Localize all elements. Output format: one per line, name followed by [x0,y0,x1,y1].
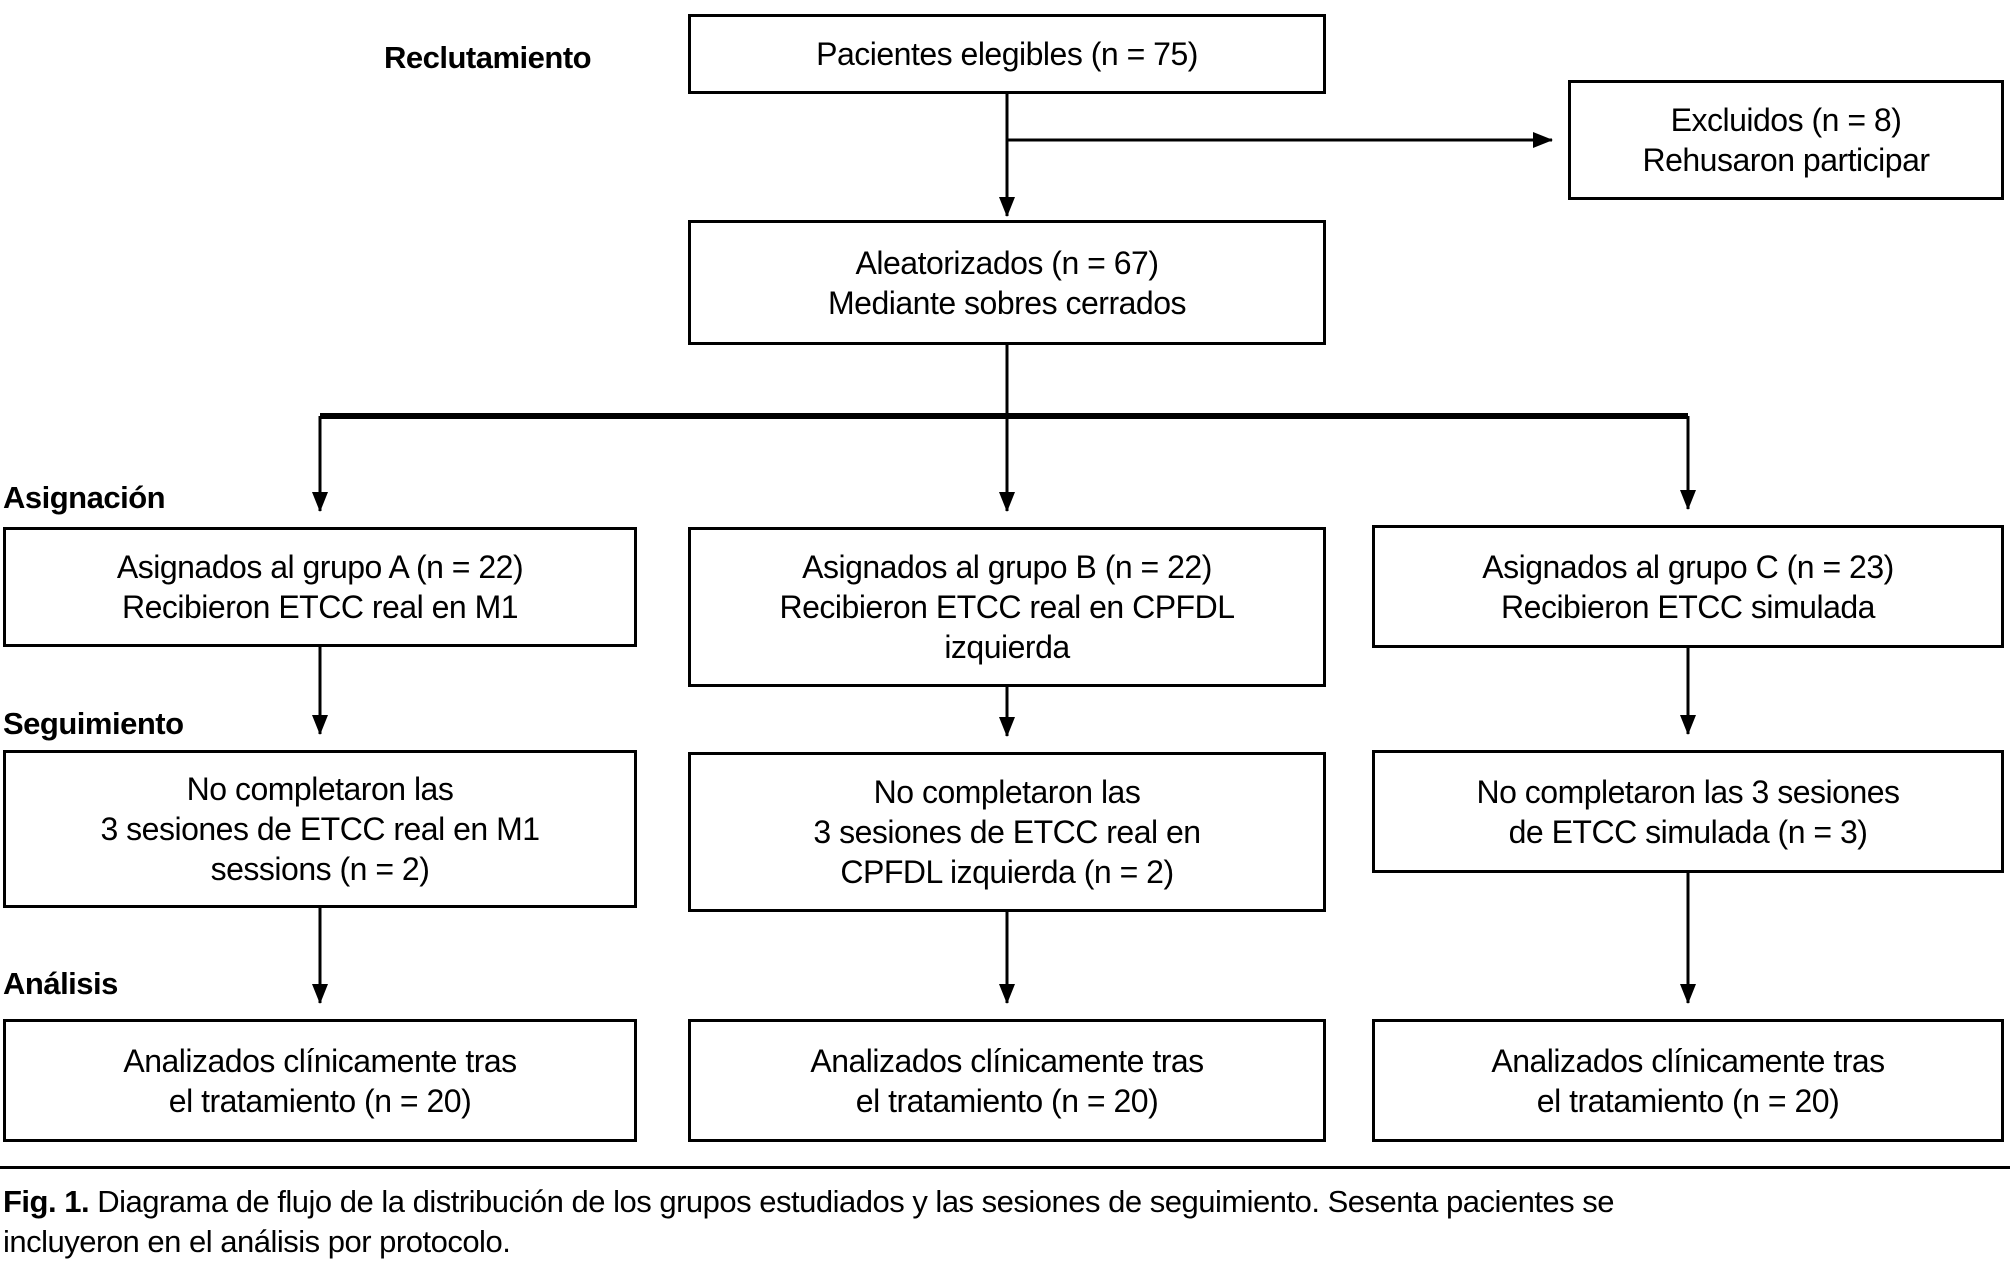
box-text-line: Asignados al grupo C (n = 23) [1482,548,1894,585]
caption-text: Diagrama de flujo de la distribución de … [97,1184,1615,1219]
box-text-line: el tratamiento (n = 20) [1536,1082,1840,1119]
box-group-c-allocated: Asignados al grupo C (n = 23) Recibieron… [1372,525,2004,648]
box-text-line: el tratamiento (n = 20) [168,1082,472,1119]
box-text-line: Rehusaron participar [1642,142,1930,178]
box-text-line: sessions (n = 2) [210,851,430,887]
box-excluded: Excluidos (n = 8) Rehusaron participar [1568,80,2004,200]
stage-label-recruitment: Reclutamiento [384,40,592,75]
box-text-line: izquierda [944,629,1070,665]
box-text-line: de ETCC simulada (n = 3) [1508,813,1868,850]
box-followup-group-c: No completaron las 3 sesiones de ETCC si… [1372,750,2004,873]
box-text-line: Analizados clínicamente tras [810,1042,1204,1079]
box-text-line: Analizados clínicamente tras [123,1042,517,1079]
figure-caption-line2: incluyeron en el análisis por protocolo. [3,1224,511,1259]
box-text-line: No completaron las 3 sesiones [1476,773,1900,810]
box-group-a-allocated: Asignados al grupo A (n = 22) Recibieron… [3,527,637,647]
box-followup-group-a: No completaron las 3 sesiones de ETCC re… [3,750,637,908]
stage-label-followup: Seguimiento [3,706,184,741]
box-text-line: No completaron las [186,771,454,807]
box-text-line: No completaron las [873,774,1141,810]
box-randomized: Aleatorizados (n = 67) Mediante sobres c… [688,220,1326,345]
box-analysis-group-c: Analizados clínicamente tras el tratamie… [1372,1019,2004,1142]
box-analysis-group-b: Analizados clínicamente tras el tratamie… [688,1019,1326,1142]
box-text-line: Asignados al grupo A (n = 22) [116,549,524,585]
stage-label-allocation: Asignación [3,480,166,515]
box-text-line: Recibieron ETCC real en CPFDL [779,589,1236,625]
box-text-line: Mediante sobres cerrados [828,284,1186,321]
box-text-line: 3 sesiones de ETCC real en M1 [100,811,540,847]
box-text-line: Aleatorizados (n = 67) [855,244,1159,281]
box-text-line: CPFDL izquierda (n = 2) [840,854,1174,890]
figure-caption-line1: Fig. 1. Diagrama de flujo de la distribu… [3,1182,1615,1222]
caption-divider [0,1166,2010,1169]
figure-number-label: Fig. 1. [3,1184,90,1219]
box-eligible-patients: Pacientes elegibles (n = 75) [688,14,1326,94]
box-analysis-group-a: Analizados clínicamente tras el tratamie… [3,1019,637,1142]
box-text-line: Pacientes elegibles (n = 75) [816,36,1198,72]
box-text-line: Recibieron ETCC real en M1 [121,589,519,625]
box-text-line: Asignados al grupo B (n = 22) [802,549,1212,585]
box-followup-group-b: No completaron las 3 sesiones de ETCC re… [688,752,1326,912]
box-text-line: Excluidos (n = 8) [1670,102,1902,138]
box-text-line: el tratamiento (n = 20) [855,1082,1159,1119]
stage-label-analysis: Análisis [3,966,118,1001]
box-text-line: Recibieron ETCC simulada [1501,588,1875,625]
box-text-line: Analizados clínicamente tras [1491,1042,1885,1079]
box-group-b-allocated: Asignados al grupo B (n = 22) Recibieron… [688,527,1326,687]
box-text-line: 3 sesiones de ETCC real en [813,814,1201,850]
